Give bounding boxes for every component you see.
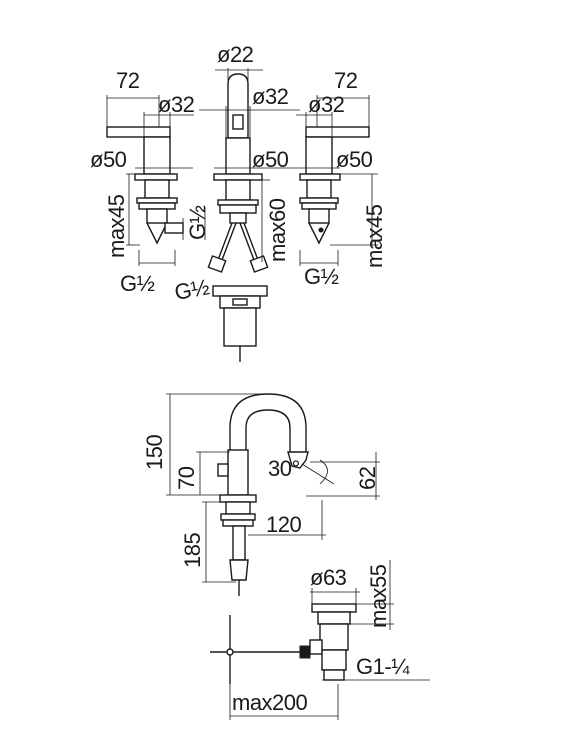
right-thread-label: G½	[304, 264, 339, 289]
right-base-dia-label: ø50	[336, 147, 373, 172]
angle-arc	[319, 459, 328, 485]
side-waste-port	[309, 639, 323, 655]
below-deck-label: 185	[180, 533, 205, 568]
spout-inlet-angled-label: G½	[173, 274, 211, 305]
left-base-dia-label: ø50	[90, 147, 127, 172]
side-waste-end	[323, 669, 345, 681]
side-nut	[220, 513, 256, 521]
spout-inlet-vertical-label: G½	[185, 205, 210, 240]
total-height-label: 150	[142, 435, 167, 470]
waste-flange	[212, 285, 268, 297]
right-valve-nut	[299, 197, 339, 204]
right-valve-cone	[308, 222, 330, 245]
pop-up-joint	[226, 648, 234, 656]
right-valve-nut2	[301, 202, 337, 210]
left-valve-tail	[146, 208, 168, 224]
side-base	[219, 494, 257, 503]
side-waste-ring	[317, 611, 351, 625]
waste-max-label: max55	[366, 564, 391, 628]
spout-base	[213, 173, 263, 181]
side-lever	[217, 463, 229, 477]
spout-tail	[229, 212, 247, 224]
hose-right-nut	[249, 255, 269, 273]
left-valve-nut2	[138, 202, 176, 210]
right-handle-dia-label: ø32	[308, 92, 345, 117]
left-valve: 72 ø32 ø50 max45 G½	[90, 68, 195, 296]
right-max-height-label: max45	[362, 204, 387, 268]
swivel-outlet	[287, 451, 309, 469]
angle-label: 30°	[268, 456, 300, 481]
spout-shank	[225, 179, 251, 201]
spout-height-label: 70	[174, 466, 199, 490]
hose-left-nut	[207, 255, 227, 273]
right-valve-handle	[305, 126, 370, 138]
center-spout: ø22 ø32 ø50 max60 G½ G½	[173, 42, 300, 305]
left-valve-cone	[146, 222, 168, 245]
left-valve-base	[134, 173, 178, 181]
spout-body-dia-label: ø32	[252, 84, 289, 109]
top-waste	[212, 285, 268, 362]
right-valve: 72 ø32 ø50 max45 G½	[296, 68, 387, 289]
spout-nut	[217, 199, 259, 206]
side-connector	[229, 559, 249, 581]
side-waste-tail	[321, 649, 347, 671]
left-valve-handle	[106, 126, 171, 138]
outlet-height-label: 62	[355, 466, 380, 490]
left-thread-label: G½	[120, 271, 155, 296]
side-nut2	[222, 519, 254, 527]
waste-thread-label: G1-¼	[356, 654, 410, 679]
side-shank	[225, 501, 251, 515]
right-valve-shank	[306, 179, 332, 199]
right-valve-base	[299, 173, 341, 181]
waste-slot	[232, 298, 248, 306]
spout-outlet	[232, 114, 244, 130]
reach-label: 120	[266, 512, 301, 537]
hose-right	[243, 222, 259, 261]
left-max-height-label: max45	[104, 194, 129, 258]
right-width-label: 72	[334, 68, 358, 93]
left-valve-nut	[136, 197, 178, 204]
right-valve-body	[305, 136, 333, 175]
side-waste-body	[319, 623, 349, 651]
left-valve-body	[143, 136, 171, 175]
waste-dia-label: ø63	[310, 565, 347, 590]
hose-left	[217, 222, 233, 261]
spout-body	[225, 137, 251, 175]
right-valve-outlet	[318, 227, 324, 233]
left-valve-shank	[144, 179, 170, 199]
rod-length-label: max200	[232, 690, 308, 715]
spout-top-dia-label: ø22	[217, 42, 254, 67]
spout-nut2	[219, 204, 257, 214]
side-tail	[232, 525, 246, 561]
side-view: 150 70 30° 62 120 185 ø63 max55 G1-¼ max…	[142, 393, 430, 720]
left-handle-dia-label: ø32	[158, 92, 195, 117]
side-waste-flange	[311, 603, 357, 613]
spout-max-height-label: max60	[265, 198, 290, 262]
side-body	[227, 449, 249, 496]
left-valve-outlet	[164, 222, 184, 234]
right-valve-tail	[308, 208, 330, 224]
gooseneck-inner	[245, 409, 291, 462]
waste-body	[223, 307, 257, 347]
spout-base-dia-label: ø50	[252, 147, 289, 172]
left-width-label: 72	[116, 68, 140, 93]
rod-clamp	[299, 645, 311, 659]
